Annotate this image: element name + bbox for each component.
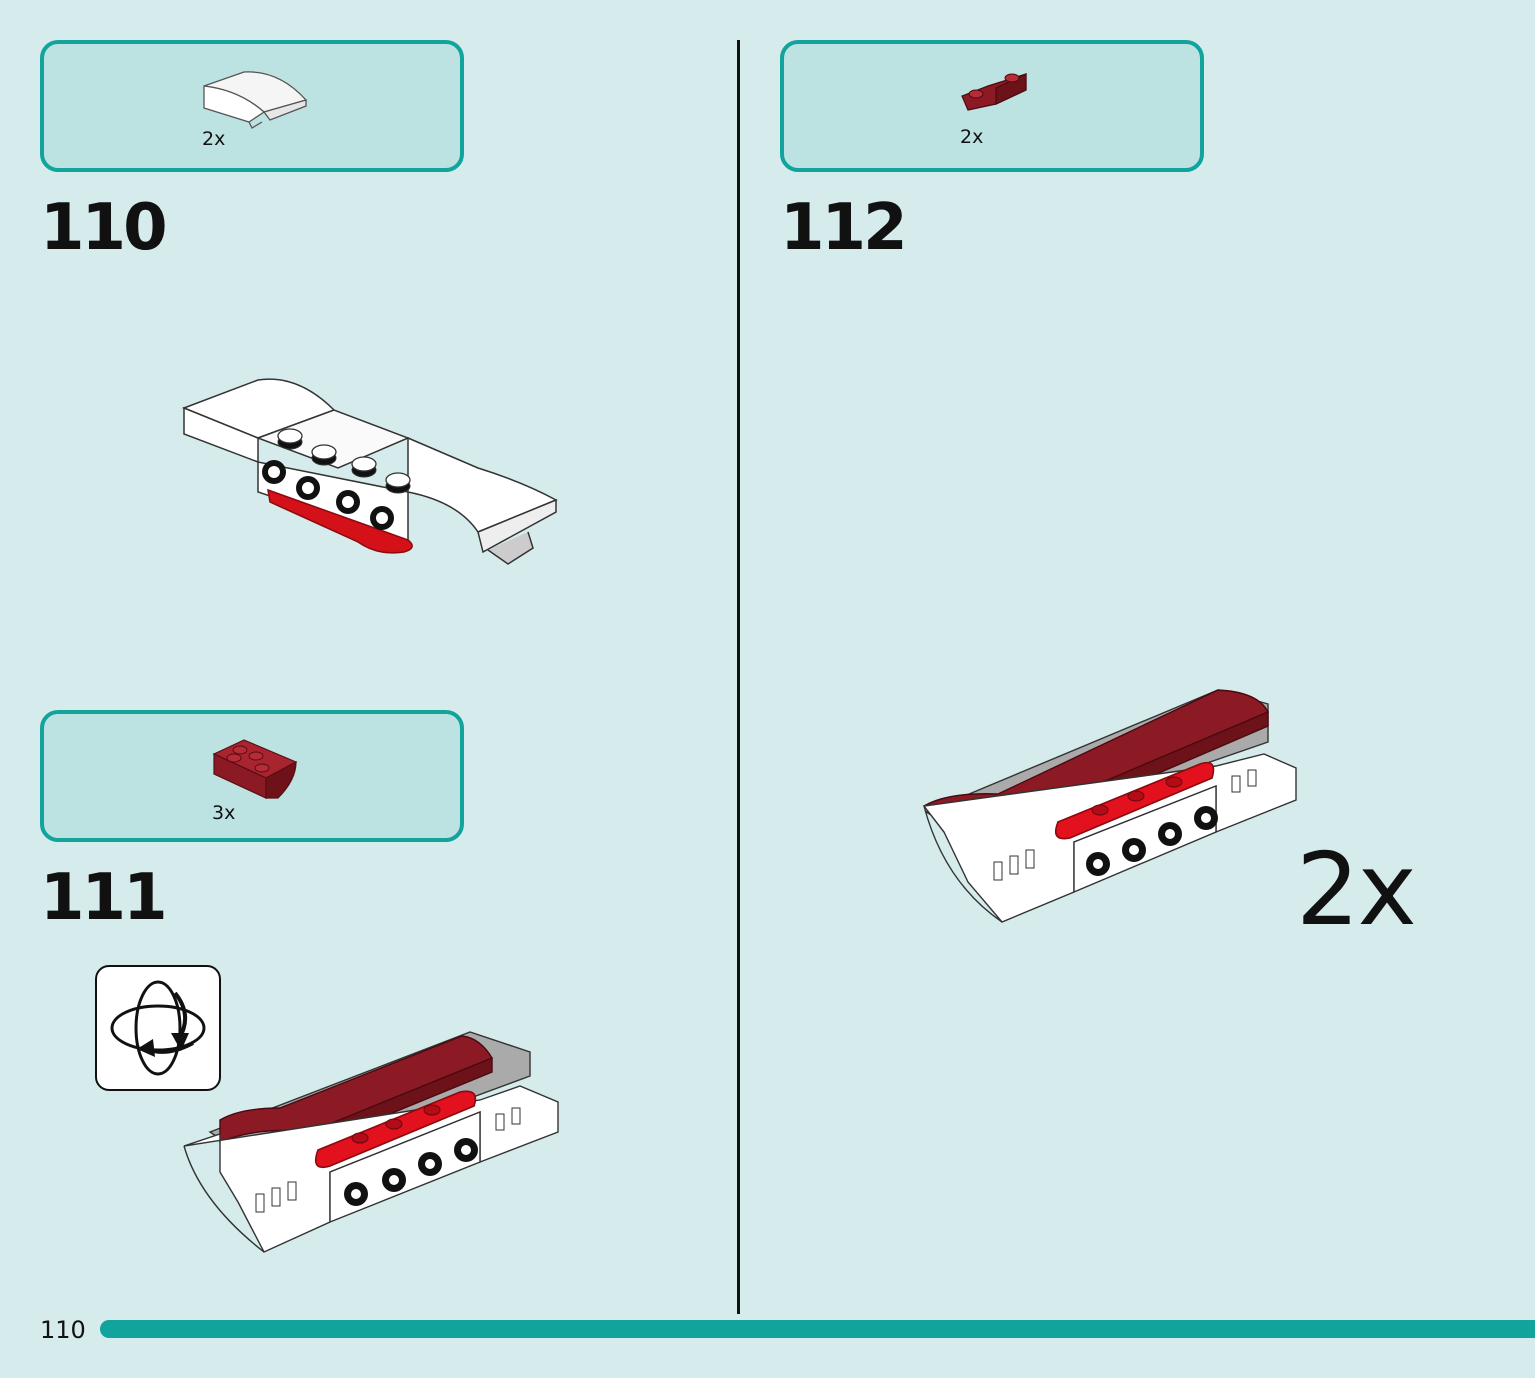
curved-slope-white-icon xyxy=(203,71,308,129)
column-divider xyxy=(737,40,740,1314)
step-number: 111 xyxy=(40,861,168,935)
part-quantity: 2x xyxy=(202,128,226,150)
rotate-model-icon xyxy=(95,965,221,1091)
part-quantity: 2x xyxy=(960,126,984,148)
parts-callout-step-111: 3x xyxy=(40,710,464,842)
progress-bar xyxy=(100,1320,1535,1338)
step-number: 110 xyxy=(40,191,168,265)
step-110-build-illustration xyxy=(181,378,558,565)
step-number: 112 xyxy=(780,191,908,265)
parts-callout-step-112: 2x xyxy=(780,40,1204,172)
step-111-build-illustration xyxy=(183,1031,559,1253)
inverted-slope-dark-red-icon xyxy=(212,739,298,799)
build-multiplier: 2x xyxy=(1296,831,1417,948)
step-112-build-illustration xyxy=(922,689,1297,923)
page-number: 110 xyxy=(40,1316,86,1344)
parts-callout-step-110: 2x xyxy=(40,40,464,172)
inverted-slope-dark-red-icon xyxy=(961,73,1027,111)
part-quantity: 3x xyxy=(212,802,236,824)
